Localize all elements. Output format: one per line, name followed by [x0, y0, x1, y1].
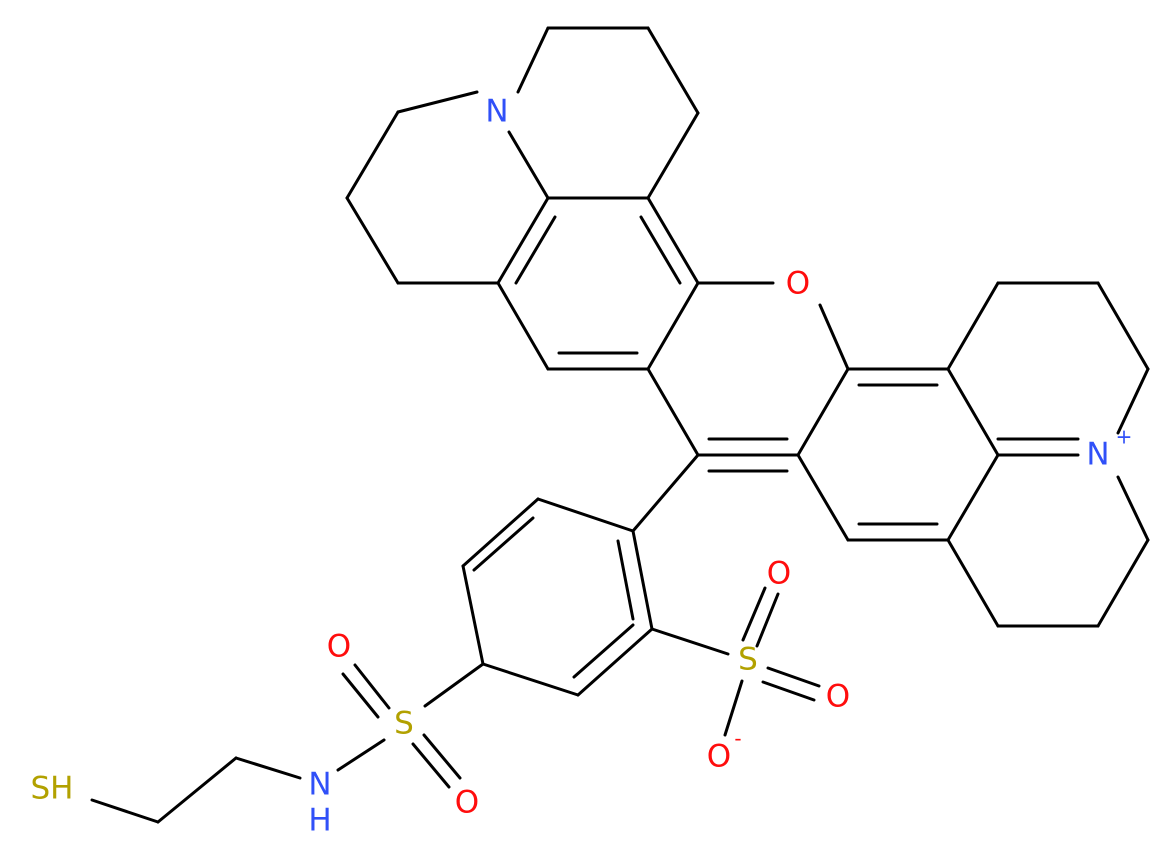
negative-charge-label: -: [734, 727, 741, 751]
bond: [631, 529, 654, 631]
bond: [946, 367, 1000, 457]
bond: [481, 662, 580, 697]
sulfonamide-sulfur-atom-label: S: [394, 706, 414, 742]
bond: [818, 303, 850, 371]
sulfonate-oxygen-anion-label: O: [707, 739, 731, 775]
bond: [646, 281, 700, 371]
positive-charge-label: +: [1116, 425, 1133, 449]
sulfonate-oxygen-right-label: O: [826, 679, 850, 715]
bond: [90, 798, 160, 824]
bond: [646, 111, 700, 200]
bond: [946, 453, 1000, 542]
bond: [755, 592, 780, 648]
bond: [1096, 281, 1150, 371]
bond: [1116, 475, 1150, 542]
bond: [353, 663, 391, 710]
sulfonamide-oxygen-bottom-label: O: [455, 785, 479, 821]
bond: [341, 672, 380, 719]
sulfonamide-oxygen-top-label: O: [327, 629, 351, 665]
bond: [761, 680, 816, 702]
bond: [646, 26, 700, 115]
ring-oxygen-atom-label: O: [786, 266, 810, 302]
bond: [572, 623, 635, 679]
bond: [741, 586, 767, 642]
bond: [796, 367, 850, 457]
bond: [631, 453, 700, 533]
sulfonate-oxygen-top-label: O: [767, 556, 791, 592]
bond: [646, 196, 700, 285]
sulfonate-sulfur-atom-label: S: [738, 642, 758, 678]
bond: [516, 26, 550, 94]
bond: [423, 662, 485, 708]
bond: [1116, 367, 1150, 435]
bond: [507, 130, 550, 200]
bond: [616, 539, 635, 621]
iminium-nitrogen-atom-label: N: [1086, 437, 1109, 473]
bond: [576, 627, 654, 697]
bond: [336, 738, 386, 772]
nitrogen-atom-label: N: [485, 94, 508, 130]
bond: [946, 281, 1000, 371]
bond: [1096, 538, 1150, 628]
bond: [646, 367, 700, 457]
bond: [411, 742, 451, 789]
bond: [345, 196, 400, 285]
bond: [496, 196, 550, 285]
bond: [766, 666, 821, 688]
amide-hydrogen-atom-label: H: [308, 803, 331, 839]
bond: [156, 756, 238, 824]
bond: [234, 756, 302, 780]
bond: [472, 516, 535, 572]
bond: [461, 564, 485, 666]
bond: [461, 497, 540, 568]
bond: [345, 110, 400, 200]
bond: [796, 453, 850, 542]
bond: [514, 215, 557, 285]
bond: [536, 497, 635, 533]
bond: [496, 281, 550, 371]
bond: [946, 538, 1000, 628]
amide-nitrogen-atom-label: N: [308, 767, 331, 803]
bond: [723, 679, 744, 737]
bond: [422, 733, 462, 780]
atom-labels: N O N + S O O O - S O O N H SH: [31, 94, 1133, 839]
bonds: [90, 26, 1150, 824]
bond: [639, 215, 682, 285]
thiol-atom-label: SH: [31, 771, 74, 807]
bond: [396, 90, 479, 114]
bond: [650, 627, 730, 656]
